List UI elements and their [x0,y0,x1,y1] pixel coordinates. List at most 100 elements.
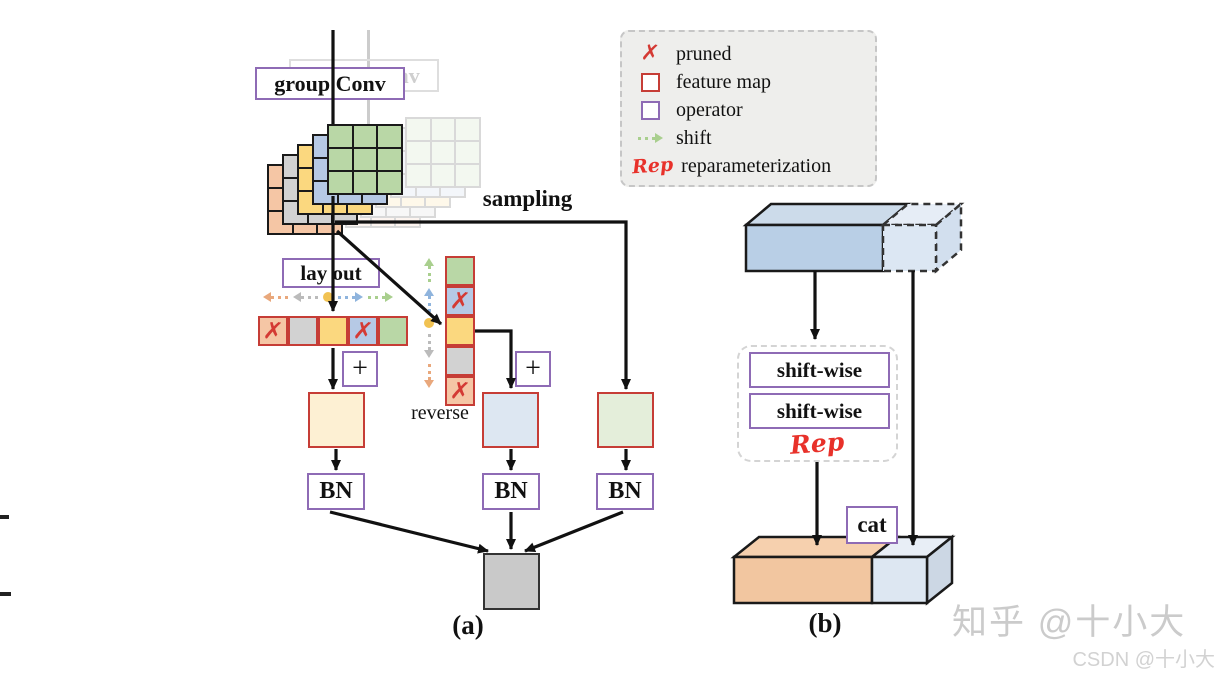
legend-label: operator [676,98,743,121]
arrowhead [424,380,434,388]
plus-box-1: + [342,351,378,387]
cat-label: cat [857,512,887,537]
shift-wise-container: shift-wise shift-wise Rep [737,345,898,462]
shift-left-arrow-icon [293,292,318,302]
legend-label: feature map [676,70,771,93]
arrowhead [293,292,301,302]
stack-cell [456,119,479,140]
group-conv-box: group Conv [255,67,405,100]
cat-box: cat [846,506,898,544]
stack-cell [401,139,425,160]
bn3-merge [524,510,624,553]
stack-cell [407,119,430,140]
bn-label: BN [608,478,642,504]
feature-box-green [597,392,654,448]
arrowhead [424,350,434,358]
watermark-csdn: CSDN @十小大 [1072,649,1215,671]
stack-cell [407,142,430,163]
stack-cell [431,165,455,186]
feature-map-swatch [632,72,668,92]
stack-cell [378,172,401,193]
output-tensor-3d [730,534,956,606]
plus-box-2: + [515,351,551,387]
pruned-x-icon: ✗ [448,376,472,406]
rep-label: Rep [789,427,846,460]
feature-column: ✗✗ [445,256,475,406]
feature-cell-blue: ✗ [348,316,378,346]
stack-cell [426,185,449,206]
operator-swatch [640,100,660,120]
stack-cell [441,175,464,196]
bn-label: BN [494,478,528,504]
shift-up-arrow-icon [424,258,434,282]
shift-arrow-line [637,136,655,140]
feature-box-blue [482,392,539,448]
feature-cell-green [445,256,475,286]
plus-label: + [525,353,541,384]
pruned-x-icon: ✗ [632,40,668,67]
rep-icon: Rep [631,154,674,179]
feature-cell-blue: ✗ [445,286,475,316]
stack-cell [329,172,352,193]
stack-cell [353,149,377,170]
stack-layer-green [327,124,403,195]
feature-cell-green [378,316,408,346]
stack-cell [456,142,479,163]
bn-label: BN [319,478,353,504]
shift-arrow-line [427,334,431,350]
shift-left-arrow-icon [263,292,288,302]
sampling-path [335,220,631,390]
stack-cell [378,149,401,170]
legend-item: Rep reparameterization [631,152,865,180]
layout-label: lay out [300,260,362,285]
legend-label: reparameterization [681,154,832,177]
stack-cell [411,172,434,193]
shift-center-dot [323,292,333,302]
feature-map-swatch [640,72,660,92]
stack-cell [378,126,401,147]
plus-label: + [352,353,368,384]
stack-cell [431,142,455,163]
legend-label: pruned [676,42,732,65]
shift-center-dot [424,318,434,328]
bn-box-1: BN [307,473,365,510]
arrowhead [424,288,434,296]
arrowhead [385,292,393,302]
watermark-zhihu: 知乎 @十小大 [952,603,1187,642]
feature-cell-gray [445,346,475,376]
feature-cell-gray [288,316,318,346]
stack-cell [329,149,352,170]
legend-item: operator [632,96,865,124]
stack-cell [329,126,352,147]
shift-arrow-icon [632,133,668,143]
stack-cell [426,162,449,183]
pruned-x-icon: ✗ [351,316,375,346]
arrowhead [654,133,663,143]
stack-cell [411,195,434,216]
layout-box: lay out [282,258,380,288]
shift-arrows-horizontal [263,290,393,304]
shift-right-arrow-icon [338,292,363,302]
shift-arrow-line [301,295,318,299]
stack-cell [386,195,410,216]
shift-arrow-line [427,364,431,380]
stack-cell [431,119,455,140]
stack-cell [416,152,440,173]
stack-layer-green [405,117,481,188]
shift-right-arrow-icon [368,292,393,302]
rep-label-wrap: Rep [739,427,896,460]
stack-cell [353,126,377,147]
bn-box-3: BN [596,473,654,510]
group-conv-label: group Conv [274,70,386,96]
legend-item: ✗ pruned [632,40,865,68]
shift-wise-box-2: shift-wise [749,393,890,429]
page-edge-tick [0,592,11,596]
operator-swatch [632,100,668,120]
stack-cell [456,165,479,186]
shift-wise-label: shift-wise [776,357,863,382]
shift-wise-label: shift-wise [776,398,863,423]
bn1-merge [329,510,489,554]
feature-cell-orange: ✗ [258,316,288,346]
column-out-path [475,329,516,389]
